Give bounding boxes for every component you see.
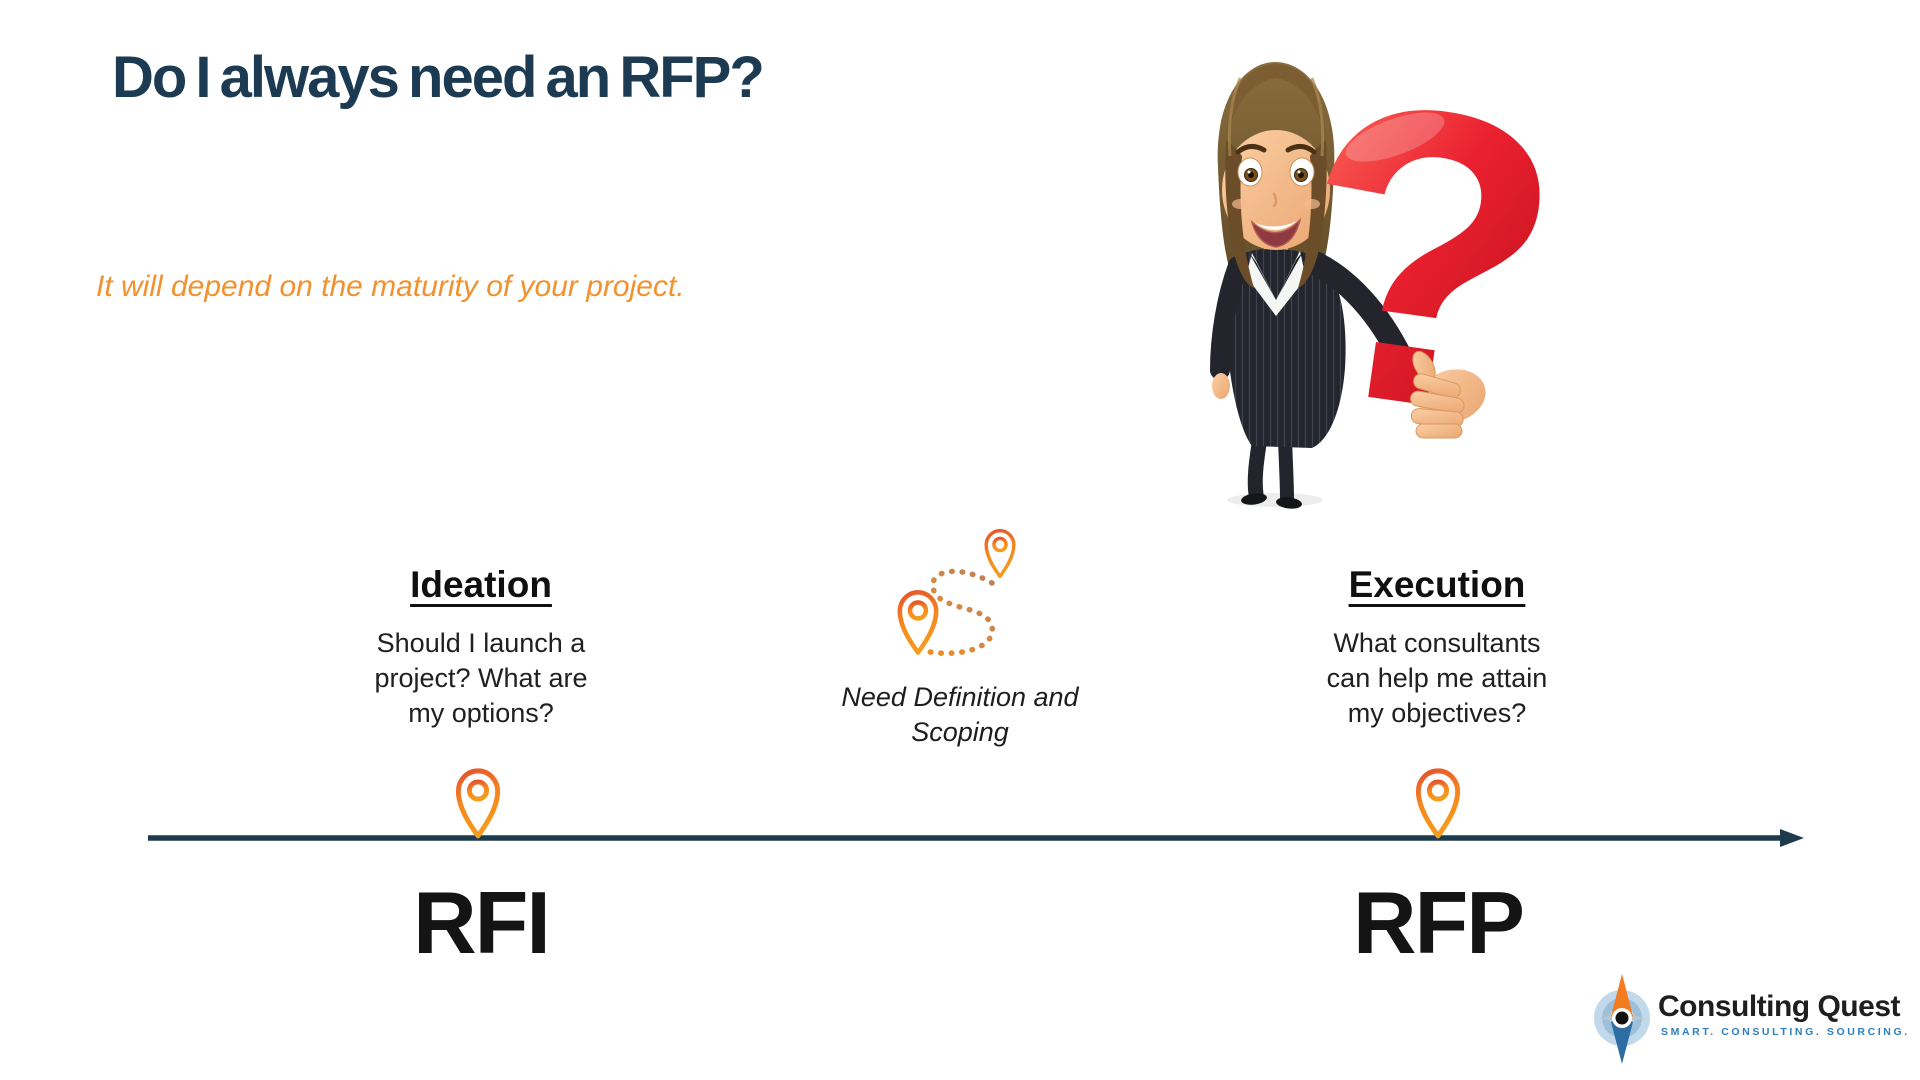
execution-description: What consultants can help me attain my o… xyxy=(1277,626,1597,731)
map-pin-icon-small xyxy=(984,528,1016,579)
businesswoman-question-mark-illustration: ? xyxy=(1210,48,1540,509)
hair-fringe xyxy=(1226,64,1326,140)
right-eye xyxy=(1289,157,1315,187)
ideation-line1: Should I launch a xyxy=(376,628,586,658)
execution-line2: can help me attain xyxy=(1326,663,1548,693)
map-pin-icon-rfp xyxy=(1418,771,1457,836)
logo-wordmark: Consulting Quest xyxy=(1658,990,1901,1023)
ideation-description: Should I launch a project? What are my o… xyxy=(321,626,641,731)
left-eyebrow xyxy=(1235,144,1267,155)
middle-stage-label: Need Definition and Scoping xyxy=(790,680,1130,750)
execution-heading: Execution xyxy=(1348,564,1526,605)
slide-subtitle: It will depend on the maturity of your p… xyxy=(96,270,685,303)
left-eye xyxy=(1237,157,1263,187)
compass-icon xyxy=(1594,974,1650,1064)
face xyxy=(1222,64,1330,288)
middle-stage-label-line2: Scoping xyxy=(911,717,1009,747)
execution-line1: What consultants xyxy=(1333,628,1541,658)
logo-tagline: SMART. CONSULTING. SOURCING. xyxy=(1661,1026,1910,1038)
map-pin-icon-rfi xyxy=(458,771,497,836)
stage-execution: Execution What consultants can help me a… xyxy=(1277,564,1597,731)
timeline-arrowhead xyxy=(1780,829,1804,847)
milestone-rfi: RFI xyxy=(413,873,551,972)
ideation-line2: project? What are xyxy=(374,663,588,693)
left-arm xyxy=(1210,256,1248,399)
execution-line3: my objectives? xyxy=(1347,698,1527,728)
mouth xyxy=(1250,217,1302,248)
map-pin-icon-large xyxy=(900,592,936,652)
middle-stage-label-line1: Need Definition and xyxy=(841,682,1079,712)
right-eyebrow xyxy=(1285,144,1317,155)
timeline-axis xyxy=(148,756,1804,847)
dotted-route-path xyxy=(927,568,995,656)
slide-title: Do I always need an RFP? xyxy=(112,45,765,110)
nose xyxy=(1272,192,1278,208)
stage-ideation: Ideation Should I launch a project? What… xyxy=(321,564,641,731)
hand-fingers xyxy=(1410,350,1465,439)
milestone-rfp: RFP xyxy=(1353,873,1525,972)
route-between-pins-icon xyxy=(840,528,1016,656)
suit-torso xyxy=(1226,248,1346,448)
ideation-line3: my options? xyxy=(408,698,554,728)
ideation-heading: Ideation xyxy=(410,564,552,605)
